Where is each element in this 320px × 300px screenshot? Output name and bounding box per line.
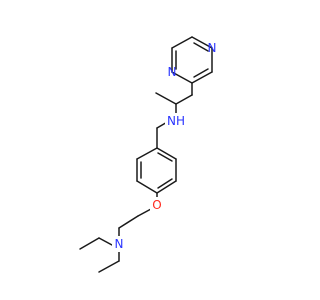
benzene-ring [136,147,177,194]
bond [191,36,213,49]
bond [155,92,177,105]
bond [137,208,152,217]
pyrazine-ring [171,36,213,84]
double-bond-inner [193,42,209,52]
bond [175,94,193,105]
double-bond-inner [193,68,209,78]
bond [156,180,177,194]
ether-o-label: O [152,198,161,212]
atom-label-background [150,197,164,213]
bond [191,71,213,84]
bond [171,71,193,84]
atom-label-background [165,113,187,129]
bond [118,215,139,229]
bond [136,147,158,160]
bond [156,147,177,160]
bond [98,237,113,246]
bond [79,237,100,250]
atom-label-background [112,236,126,252]
bond [171,36,193,49]
molecule-diagram: N N NH O N [79,36,217,273]
tertiary-n-label: N [115,237,124,251]
bond [136,180,158,194]
bond [98,260,120,273]
structure-svg: N N NH O N [79,36,217,273]
double-bond-inner [157,152,173,162]
pyrazine-n-top-label: N [208,41,217,55]
amine-nh-label: NH [167,114,185,128]
double-bond-inner [157,178,173,189]
pyrazine-n-bottom-label: N [168,65,177,79]
